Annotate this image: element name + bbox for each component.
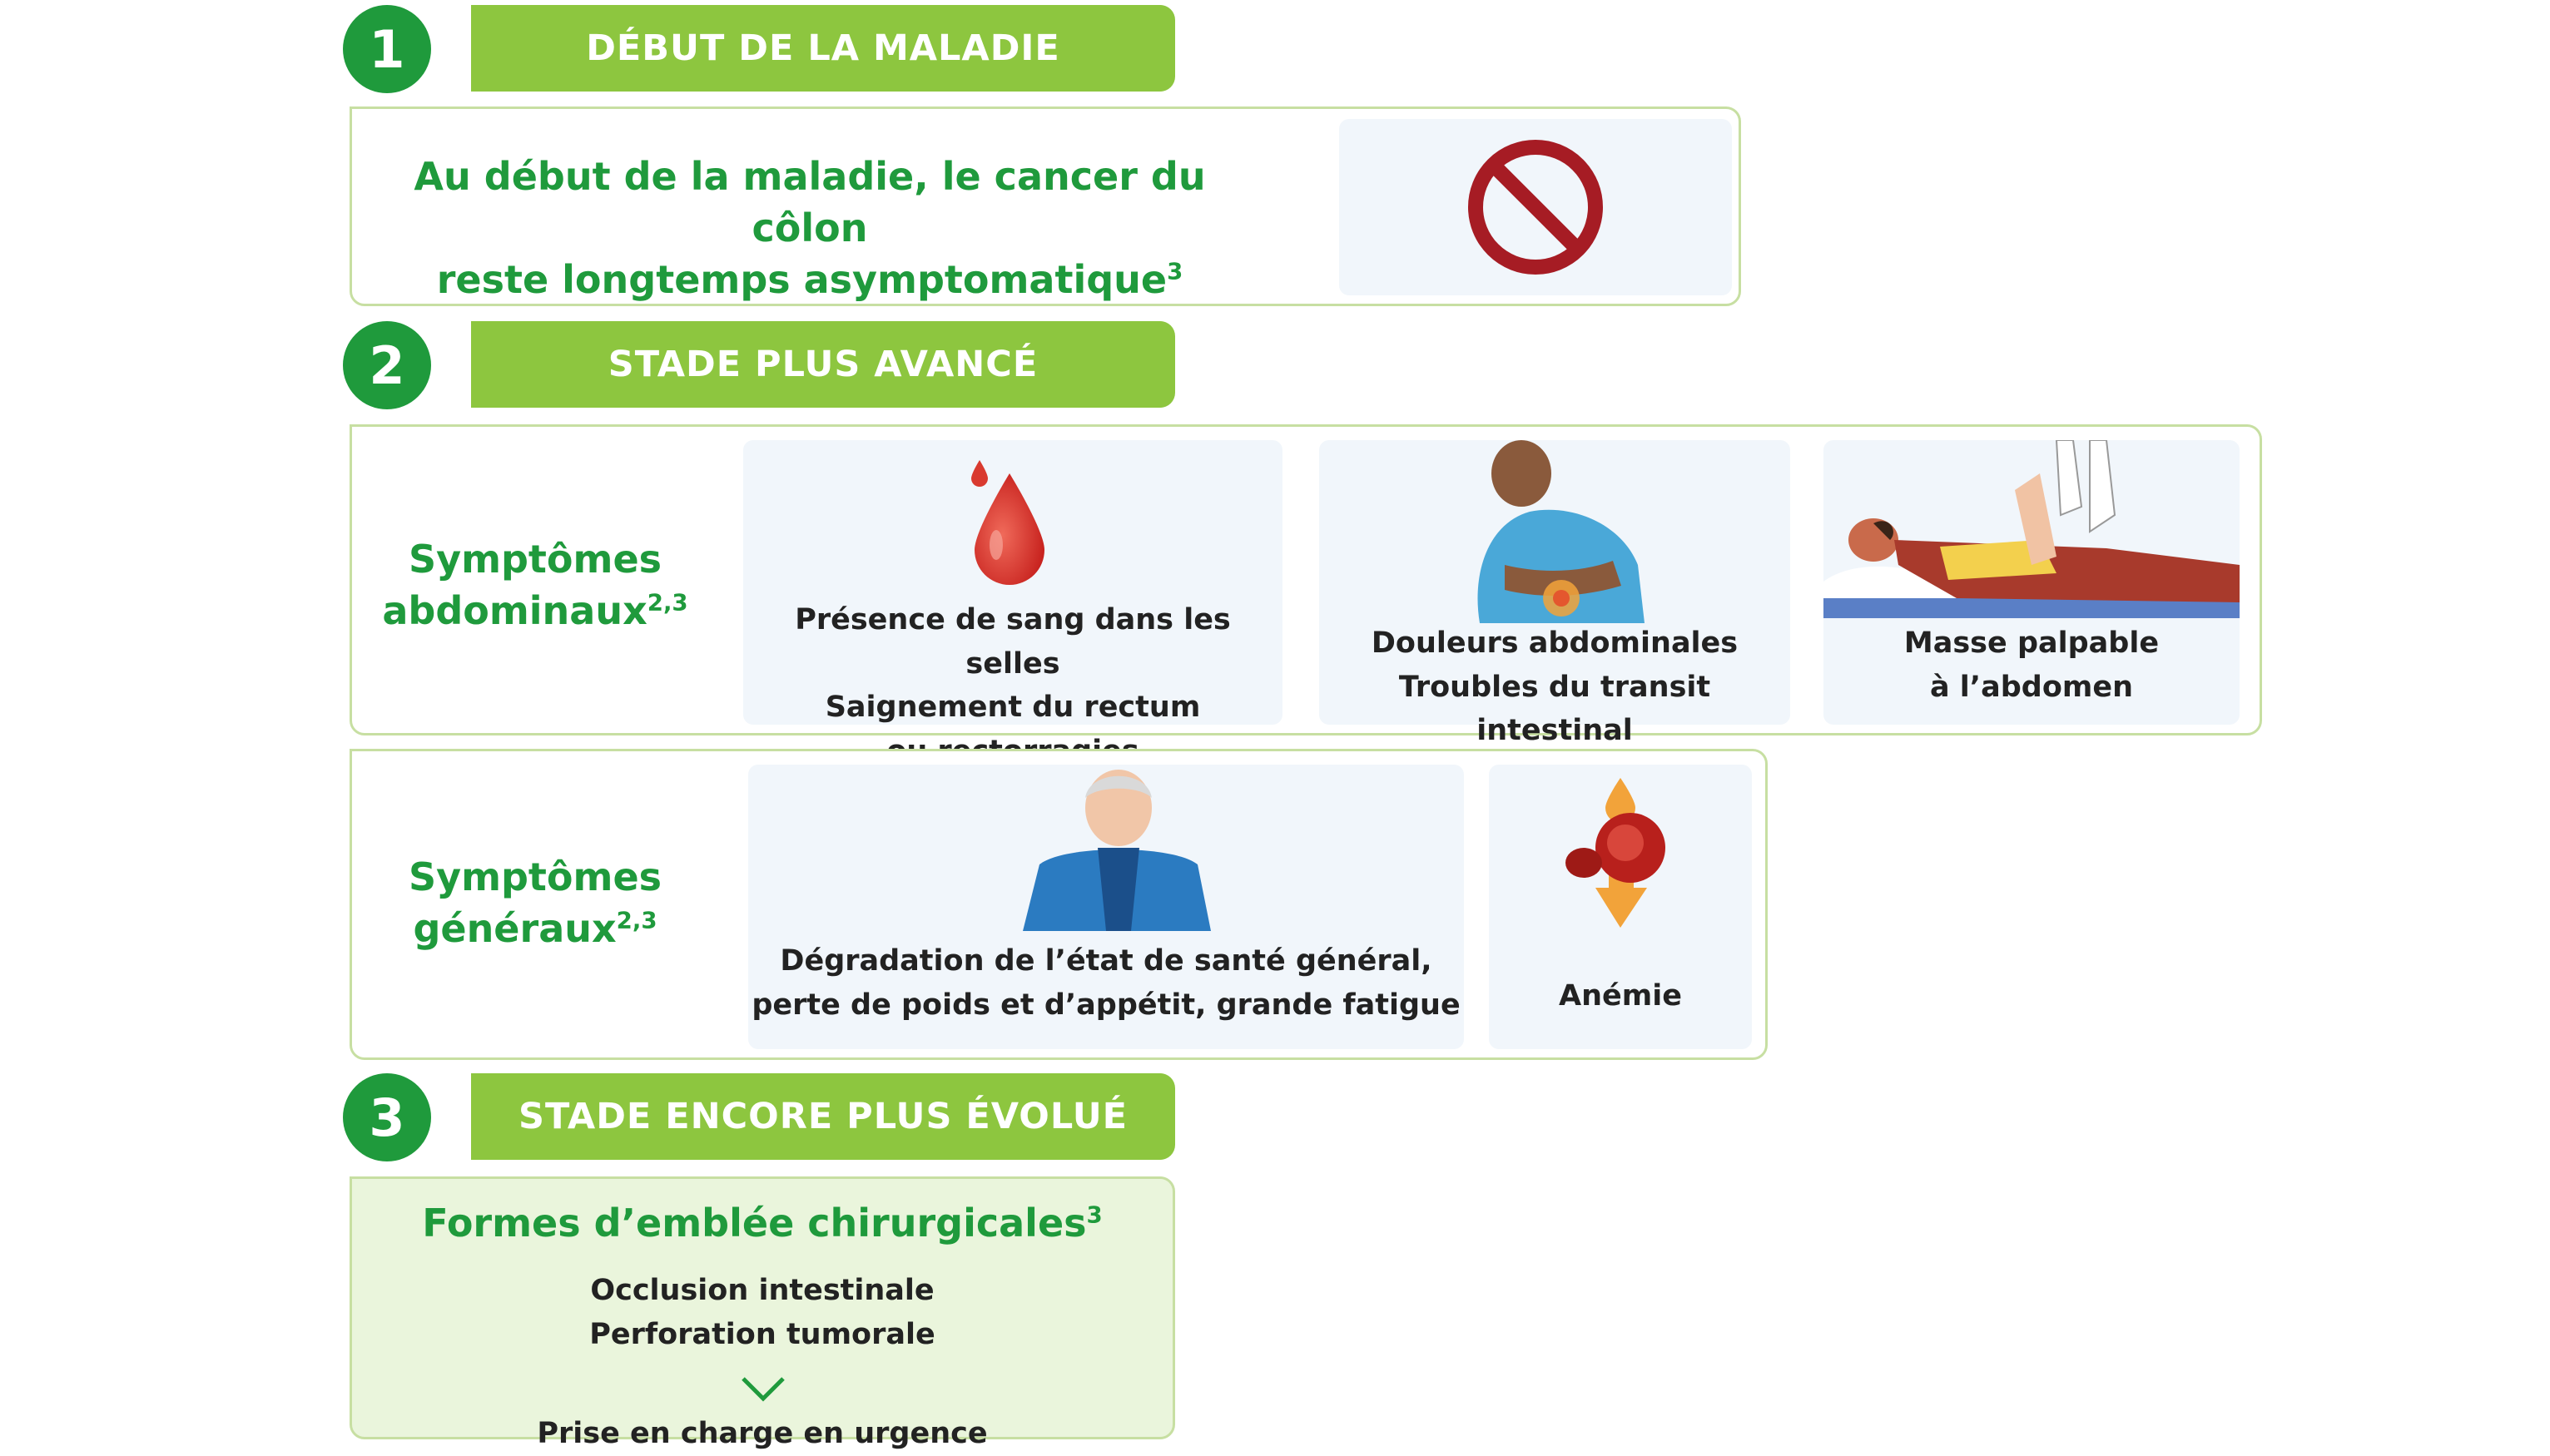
palpation-caption: Masse palpable à l’abdomen xyxy=(1903,626,2160,704)
anemia-caption: Anémie xyxy=(1559,979,1682,1013)
pain-caption: Douleurs abdominales Troubles du transit… xyxy=(1371,626,1739,747)
health-caption: Dégradation de l’état de santé général, … xyxy=(752,944,1461,1022)
step-1-banner: DÉBUT DE LA MALADIE xyxy=(471,5,1175,92)
chevron-down-icon xyxy=(742,1377,785,1402)
urgent-care-text: Prise en charge en urgence xyxy=(537,1417,988,1450)
step-3-title: STADE ENCORE PLUS ÉVOLUÉ xyxy=(518,1096,1129,1137)
step-1-line-1: Au début de la maladie, le cancer du côl… xyxy=(414,154,1206,251)
anemia-card: Anémie xyxy=(1489,765,1752,1049)
step-1-circle: 1 xyxy=(343,5,431,93)
prohibited-icon xyxy=(1468,140,1603,275)
step-2-banner: STADE PLUS AVANCÉ xyxy=(471,321,1175,408)
elderly-person-icon xyxy=(1023,770,1211,931)
abdomen-palpation-icon xyxy=(1823,440,2240,618)
step-3-banner: STADE ENCORE PLUS ÉVOLUÉ xyxy=(471,1073,1175,1160)
abdominal-label: Symptômes abdominaux2,3 xyxy=(382,537,688,634)
step-2-circle: 2 xyxy=(343,321,431,409)
health-card: Dégradation de l’état de santé général, … xyxy=(748,765,1464,1049)
blood-card: Présence de sang dans les selles Saignem… xyxy=(743,440,1282,768)
blood-drop-icon xyxy=(971,460,1044,585)
step-1-panel: Au début de la maladie, le cancer du côl… xyxy=(350,106,1741,306)
step-2-number: 2 xyxy=(369,334,405,396)
abdominal-panel: Symptômes abdominaux2,3 Présence de sang… xyxy=(350,424,2262,768)
occlusion-text: Occlusion intestinale xyxy=(590,1274,935,1307)
step-1-text: Au début de la maladie, le cancer du côl… xyxy=(369,151,1251,305)
abdominal-pain-person-icon xyxy=(1477,440,1645,623)
general-label: Symptômes généraux2,3 xyxy=(408,854,662,952)
blood-caption: Présence de sang dans les selles Saignem… xyxy=(795,603,1231,768)
red-blood-cells-icon xyxy=(1565,778,1665,928)
general-panel: Symptômes généraux2,3 Dégradation de l’é… xyxy=(350,749,1768,1060)
step-1-title: DÉBUT DE LA MALADIE xyxy=(586,27,1060,69)
step-1-line-2: reste longtemps asymptomatique3 xyxy=(436,257,1183,303)
perforation-text: Perforation tumorale xyxy=(589,1317,935,1351)
palpation-card: Masse palpable à l’abdomen xyxy=(1823,440,2240,725)
step-3-circle: 3 xyxy=(343,1073,431,1161)
step-1-icon-card xyxy=(1339,119,1732,295)
step-3-heading: Formes d’emblée chirurgicales3 xyxy=(422,1201,1103,1246)
step-3-panel: Formes d’emblée chirurgicales3 Occlusion… xyxy=(350,1176,1175,1450)
step-2-title: STADE PLUS AVANCÉ xyxy=(608,344,1039,385)
pain-card: Douleurs abdominales Troubles du transit… xyxy=(1319,440,1790,747)
step-1-number: 1 xyxy=(369,18,405,80)
step-3-number: 3 xyxy=(369,1087,405,1148)
step-3-list: Occlusion intestinale Perforation tumora… xyxy=(352,1269,1173,1356)
